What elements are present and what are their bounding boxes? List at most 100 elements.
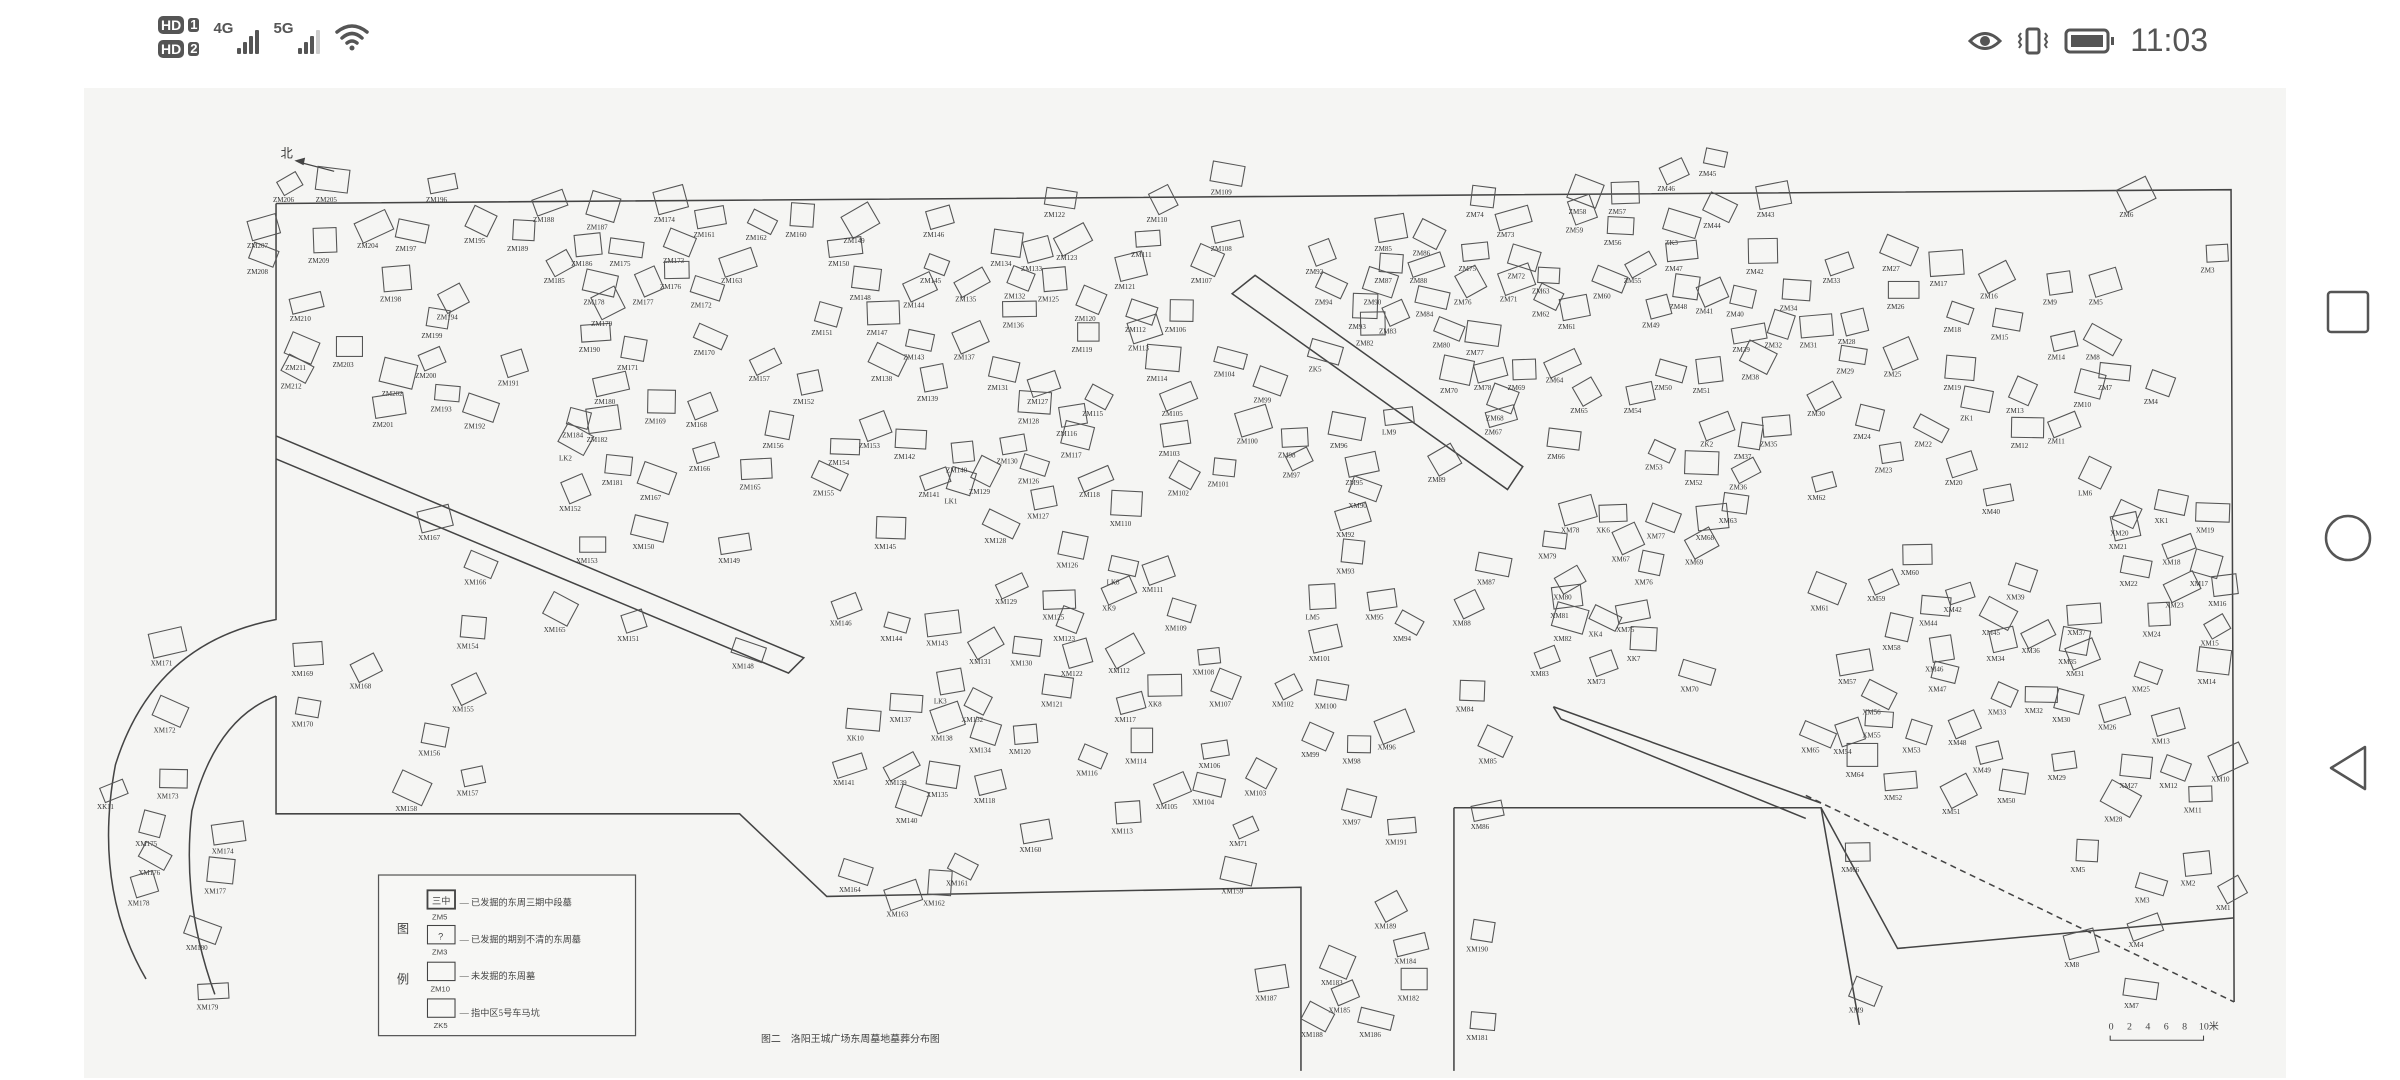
tomb-outline xyxy=(1026,369,1062,399)
tomb-marker: ZM108 xyxy=(1211,219,1245,253)
tomb-label: XM67 xyxy=(1612,555,1631,563)
tomb-label: ZM109 xyxy=(1211,188,1233,196)
tomb-marker: XM46 xyxy=(1925,634,1956,674)
tomb-outline xyxy=(830,591,863,620)
tomb-label: ZM105 xyxy=(1162,410,1184,418)
tomb-marker: XM143 xyxy=(924,609,962,648)
tomb-outline xyxy=(1506,243,1542,273)
tomb-marker: XM161 xyxy=(946,852,980,888)
tomb-label: LK3 xyxy=(934,698,947,706)
tomb-label: ZM7 xyxy=(2098,384,2113,392)
tomb-outline xyxy=(1233,403,1274,438)
tomb-label: ZM113 xyxy=(1128,344,1149,352)
tomb-outline xyxy=(882,751,921,782)
tomb-marker: ZM142 xyxy=(894,428,928,461)
tomb-marker: ZM24 xyxy=(1853,403,1886,441)
tomb-outline xyxy=(1470,918,1496,943)
tomb-outline xyxy=(1477,724,1514,759)
tomb-marker: ZM151 xyxy=(811,300,843,337)
tomb-outline xyxy=(2066,602,2103,626)
tomb-label: ZM111 xyxy=(1131,251,1152,259)
tomb-marker: XM49 xyxy=(1973,740,2004,775)
tomb-outline xyxy=(2024,686,2059,703)
tomb-marker: ZM121 xyxy=(1114,250,1149,291)
tomb-marker: ZM178 xyxy=(581,268,620,306)
tomb-label: ZM26 xyxy=(1887,303,1905,311)
tomb-outline xyxy=(1977,259,2017,295)
tomb-outline xyxy=(335,336,363,357)
network-type-5g: 5G xyxy=(273,20,294,37)
tomb-marker: ZM145 xyxy=(920,252,951,285)
tomb-marker: XM96 xyxy=(1373,708,1416,752)
back-button[interactable] xyxy=(2320,740,2376,796)
tomb-label: ZM168 xyxy=(686,421,708,429)
tomb-outline xyxy=(1366,588,1398,612)
tomb-marker: ZM22 xyxy=(1912,413,1950,449)
tomb-label: XM155 xyxy=(452,705,474,713)
tomb-marker: XM150 xyxy=(629,514,669,551)
legend-code: ZK5 xyxy=(434,1021,448,1030)
tomb-marker: XM117 xyxy=(1114,690,1147,724)
tomb-label: ZM97 xyxy=(1283,471,1301,479)
tomb-marker: XM84 xyxy=(1455,679,1486,713)
tomb-label: XM172 xyxy=(154,727,176,735)
tomb-marker: ZM41 xyxy=(1695,276,1730,316)
tomb-label: ZM103 xyxy=(1159,450,1181,458)
tomb-label: ZM201 xyxy=(372,421,394,429)
tomb-marker: ZM141 xyxy=(919,466,952,499)
tomb-label: ZM190 xyxy=(579,346,601,354)
tomb-outline xyxy=(1558,293,1591,322)
tomb-outline xyxy=(137,840,173,872)
tomb-label: XM55 xyxy=(1862,731,1881,739)
recents-button[interactable] xyxy=(2320,284,2376,340)
tomb-outline xyxy=(693,205,728,230)
tomb-marker: XM155 xyxy=(450,672,487,713)
tomb-outline xyxy=(459,614,488,640)
tomb-marker: XM176 xyxy=(137,840,173,877)
tomb-outline xyxy=(1566,193,1599,226)
tomb-label: XM83 xyxy=(1530,670,1549,678)
tomb-label: XM103 xyxy=(1244,789,1266,797)
tomb-outline xyxy=(2064,637,2102,671)
tomb-label: XM25 xyxy=(2132,685,2151,693)
tomb-outline xyxy=(1347,475,1383,503)
tomb-outline xyxy=(850,265,883,292)
tomb-outline xyxy=(1588,604,1623,632)
tomb-outline xyxy=(1944,354,1977,382)
tomb-outline xyxy=(1114,800,1142,825)
hd-icon: HD xyxy=(158,16,185,34)
tomb-label: XM21 xyxy=(2109,543,2128,551)
home-button[interactable] xyxy=(2320,510,2376,566)
tomb-label: ZM14 xyxy=(2047,353,2065,361)
status-right: 11:03 xyxy=(1968,22,2208,59)
tomb-marker: XM16 xyxy=(2208,573,2239,608)
tomb-label: XM27 xyxy=(2119,782,2138,790)
tomb-outline xyxy=(1533,644,1561,670)
tomb-marker: XM53 xyxy=(1902,718,1933,755)
tomb-marker: ZM203 xyxy=(333,336,363,369)
tomb-outline xyxy=(1021,234,1054,264)
tomb-label: ZM44 xyxy=(1703,222,1721,230)
tomb-marker: XM88 xyxy=(1452,588,1485,628)
tomb-outline xyxy=(1511,358,1537,381)
tomb-marker: XK4 xyxy=(1588,604,1623,638)
tomb-outline xyxy=(1946,300,1975,326)
tomb-marker: ZM126 xyxy=(1018,453,1051,485)
tomb-label: ZM17 xyxy=(1930,280,1948,288)
scale-tick: 2 xyxy=(2127,1022,2132,1033)
tomb-label: ZM122 xyxy=(1044,211,1066,219)
tomb-label: LK1 xyxy=(945,497,958,505)
tomb-label: ZM136 xyxy=(1003,321,1025,329)
legend-desc: — 指中区5号车马坑 xyxy=(459,1007,540,1018)
tomb-label: XM144 xyxy=(880,635,902,643)
tomb-marker: XM101 xyxy=(1308,623,1343,663)
tomb-marker: XM180 xyxy=(182,915,223,952)
tomb-marker: XM69 xyxy=(1683,526,1720,566)
tomb-outline xyxy=(1011,635,1043,657)
tomb-marker: XM181 xyxy=(1466,1011,1497,1042)
tomb-marker: XM86 xyxy=(1470,799,1505,831)
tomb-label: ZM86 xyxy=(1413,249,1431,257)
tomb-label: ZM82 xyxy=(1356,340,1374,348)
tomb-label: XM75 xyxy=(1616,626,1635,634)
tomb-marker: LK1 xyxy=(945,465,978,505)
